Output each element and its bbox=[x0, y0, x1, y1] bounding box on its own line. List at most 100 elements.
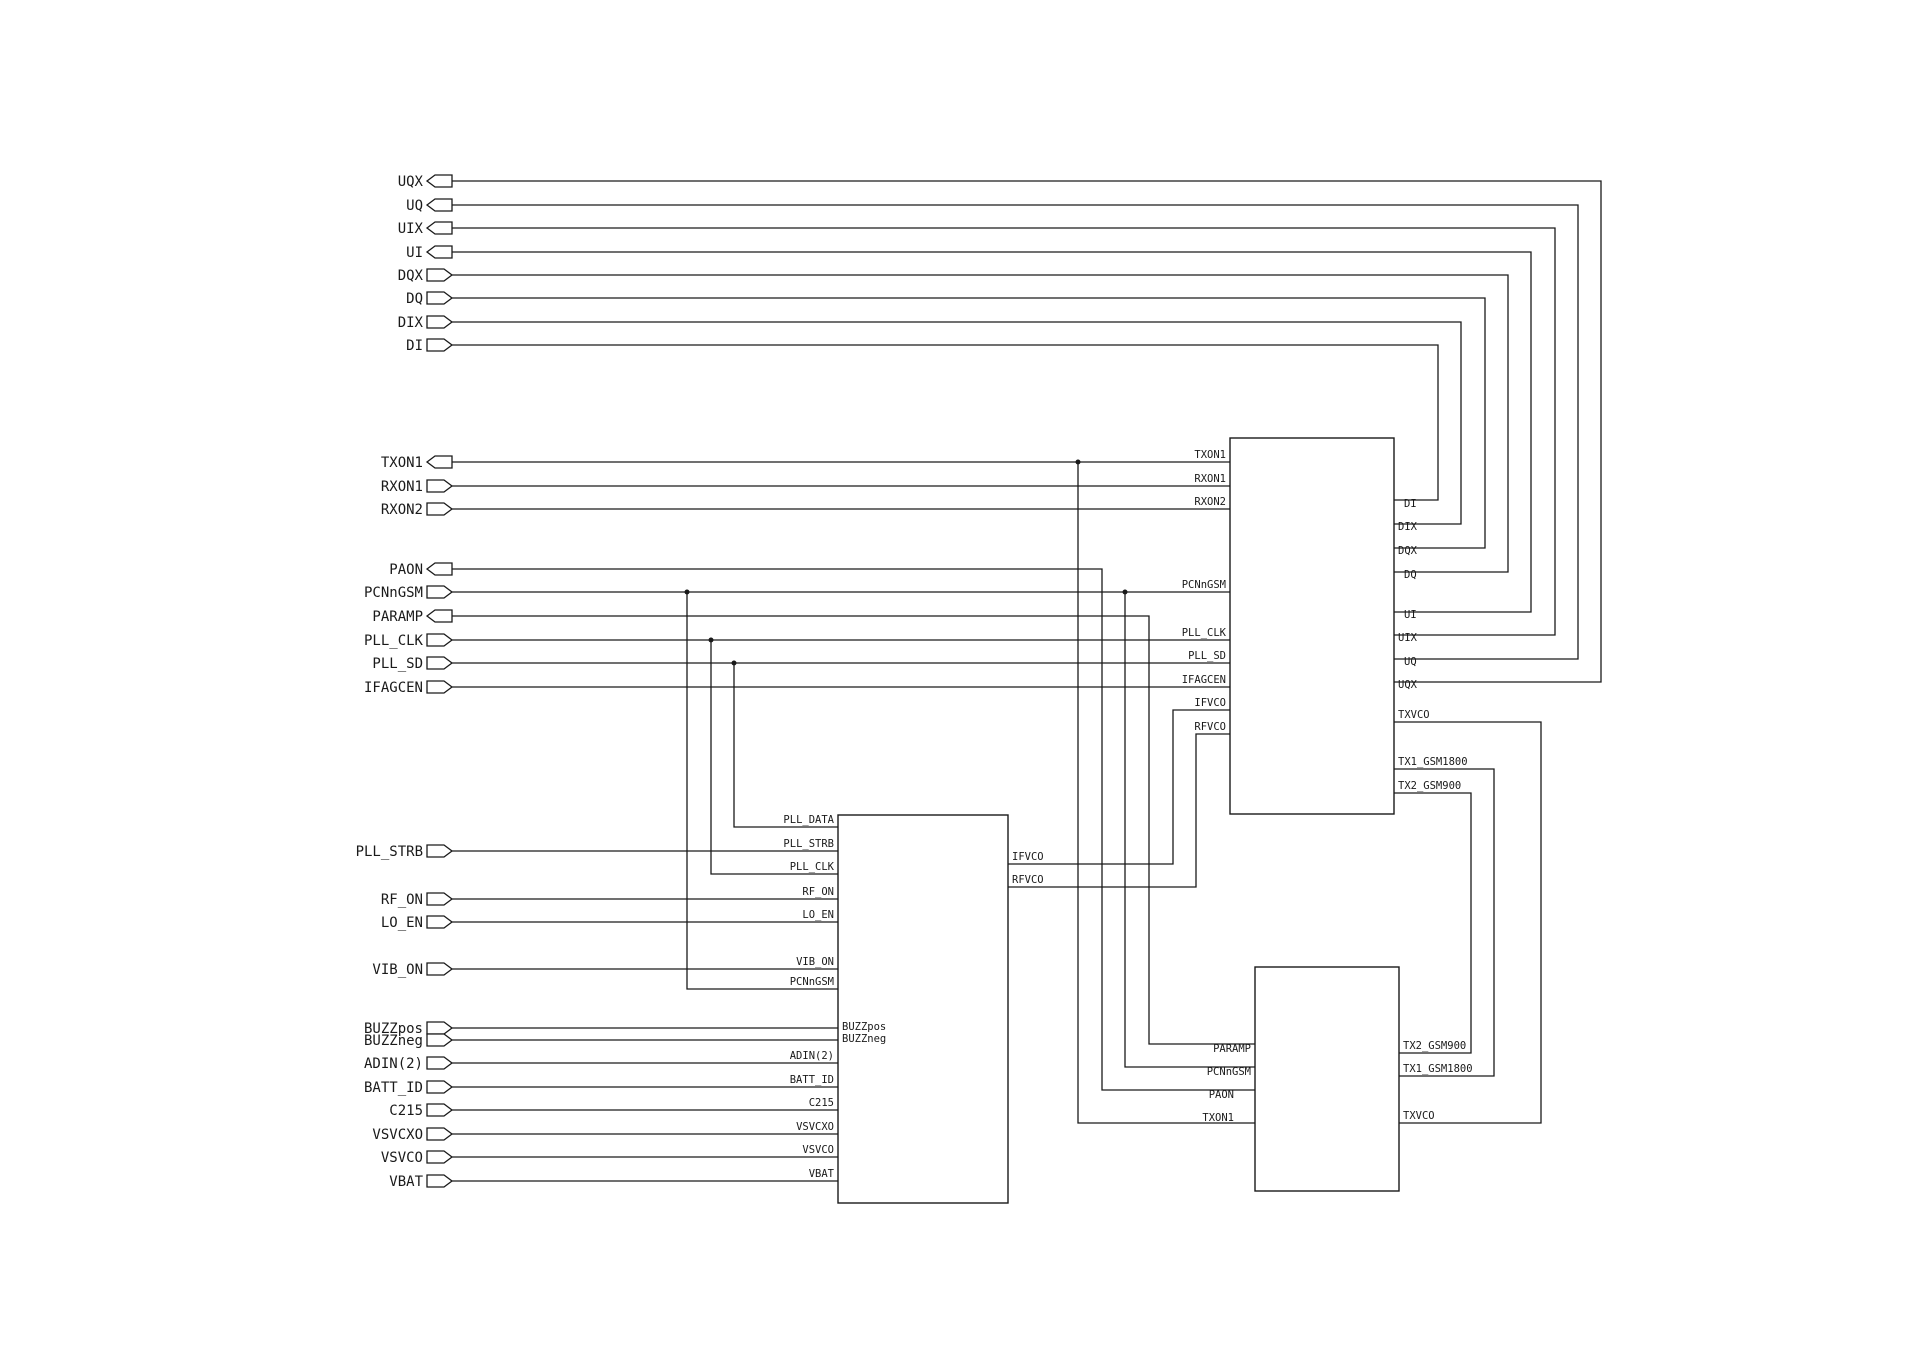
port-dqx-label: DQX bbox=[398, 268, 424, 284]
port-pll-strb-symbol bbox=[426, 844, 454, 858]
ctrl-pin-batt-id: BATT_ID bbox=[790, 1074, 834, 1086]
ctrl-pin-vsvco: VSVCO bbox=[802, 1144, 834, 1156]
port-buzzpos-label: BUZZpos bbox=[364, 1021, 423, 1037]
ctrl-pin-ifvco: IFVCO bbox=[1012, 851, 1044, 863]
port-lo-en-label: LO_EN bbox=[381, 915, 423, 931]
port-paon-symbol bbox=[425, 562, 453, 576]
pa-pin-txon1: TXON1 bbox=[1202, 1112, 1234, 1124]
ctrl-pin-c215: C215 bbox=[809, 1097, 834, 1109]
port-dq-symbol bbox=[426, 291, 454, 305]
port-ui-label: UI bbox=[406, 245, 423, 261]
port-dq-label: DQ bbox=[406, 291, 423, 307]
ctrl-pin-vbat: VBAT bbox=[809, 1168, 835, 1180]
port-buzzneg-label: BUZZneg bbox=[364, 1033, 423, 1049]
port-c215-label: C215 bbox=[389, 1103, 423, 1119]
wire-pll-clk-ctrl bbox=[710, 640, 838, 875]
wire-dq bbox=[452, 297, 1486, 549]
port-pcnngsm-label: PCNnGSM bbox=[364, 585, 423, 601]
pa-pin-paramp: PARAMP bbox=[1213, 1043, 1251, 1055]
wire-uqx bbox=[452, 180, 1602, 683]
wire-tx2-gsm900 bbox=[1394, 792, 1472, 1054]
port-vsvcxo-symbol bbox=[426, 1127, 454, 1141]
ctrl-pin-vib-on: VIB_ON bbox=[796, 956, 834, 968]
rf-pin-uq: UQ bbox=[1404, 656, 1417, 668]
wire-paramp bbox=[452, 615, 1255, 1045]
junctions bbox=[684, 459, 1128, 666]
wire-ifvco bbox=[1008, 709, 1230, 865]
port-symbols bbox=[425, 174, 454, 1188]
port-adin2-symbol bbox=[426, 1056, 454, 1070]
rf-pin-ui: UI bbox=[1404, 609, 1417, 621]
chip-power-amplifier bbox=[1254, 966, 1400, 1192]
wire-pll-data-ctrl bbox=[733, 663, 838, 828]
wires bbox=[452, 180, 1602, 1182]
port-vib-on-label: VIB_ON bbox=[372, 962, 423, 978]
port-paramp-label: PARAMP bbox=[372, 609, 423, 625]
wire-uix bbox=[452, 227, 1556, 636]
wire-rfvco bbox=[1008, 733, 1230, 888]
junction-pll-clk bbox=[708, 637, 714, 643]
rf-pin-dix: DIX bbox=[1398, 521, 1418, 533]
port-paon-label: PAON bbox=[389, 562, 423, 578]
wire-dqx bbox=[452, 274, 1509, 573]
port-vib-on-symbol bbox=[426, 962, 454, 976]
ctrl-pin-rfvco: RFVCO bbox=[1012, 874, 1044, 886]
chip-rf-pins: TXON1 RXON1 RXON2 PCNnGSM PLL_CLK PLL_SD… bbox=[1182, 449, 1468, 792]
ctrl-pin-buzzneg: BUZZneg bbox=[842, 1033, 886, 1045]
ctrl-pin-pll-data: PLL_DATA bbox=[783, 814, 834, 826]
port-ifagcen-label: IFAGCEN bbox=[364, 680, 423, 696]
junction-pll-sd bbox=[731, 660, 737, 666]
rf-pin-pcnngsm: PCNnGSM bbox=[1182, 579, 1226, 591]
wire-dix bbox=[452, 321, 1462, 525]
port-vsvcxo-label: VSVCXO bbox=[372, 1127, 423, 1143]
ctrl-pin-vsvcxo: VSVCXO bbox=[796, 1121, 834, 1133]
pa-pin-tx1-gsm1800: TX1_GSM1800 bbox=[1403, 1063, 1473, 1075]
pa-pin-pcnngsm: PCNnGSM bbox=[1207, 1066, 1251, 1078]
rf-pin-pll-sd: PLL_SD bbox=[1188, 650, 1226, 662]
ctrl-pin-rf-on: RF_ON bbox=[802, 886, 834, 898]
port-vbat-label: VBAT bbox=[389, 1174, 423, 1190]
port-c215-symbol bbox=[426, 1103, 454, 1117]
port-paramp-symbol bbox=[425, 609, 453, 623]
rf-pin-dqx: DQX bbox=[1398, 545, 1418, 557]
port-rxon1-label: RXON1 bbox=[381, 479, 423, 495]
wire-uq bbox=[452, 204, 1579, 660]
pa-pin-tx2-gsm900: TX2_GSM900 bbox=[1403, 1040, 1466, 1052]
wire-ui bbox=[452, 251, 1532, 613]
rf-pin-rxon2: RXON2 bbox=[1194, 496, 1226, 508]
port-pll-sd-label: PLL_SD bbox=[372, 656, 423, 672]
junction-txon1 bbox=[1075, 459, 1081, 465]
port-txon1-label: TXON1 bbox=[381, 455, 423, 471]
rf-pin-ifagcen: IFAGCEN bbox=[1182, 674, 1226, 686]
port-pll-clk-symbol bbox=[426, 633, 454, 647]
chip-rf-transceiver bbox=[1229, 437, 1395, 815]
port-labels: UQX UQ UIX UI DQX DQ DIX DI TXON1 RXON1 … bbox=[356, 174, 424, 1190]
port-uix-symbol bbox=[425, 221, 453, 235]
port-rf-on-label: RF_ON bbox=[381, 892, 423, 908]
rf-pin-txvco: TXVCO bbox=[1398, 709, 1430, 721]
wire-pcnngsm-ctrl bbox=[686, 592, 838, 990]
port-txon1-symbol bbox=[425, 455, 453, 469]
rf-pin-tx2-gsm900: TX2_GSM900 bbox=[1398, 780, 1461, 792]
port-dqx-symbol bbox=[426, 268, 454, 282]
rf-pin-ifvco: IFVCO bbox=[1194, 697, 1226, 709]
port-vsvco-symbol bbox=[426, 1150, 454, 1164]
wire-txon1-pa bbox=[1077, 462, 1255, 1124]
junction-pcnngsm-pa bbox=[1122, 589, 1128, 595]
chip-pa-pins: PARAMP PCNnGSM PAON TXON1 TX2_GSM900 TX1… bbox=[1202, 1040, 1472, 1124]
rf-pin-uqx: UQX bbox=[1398, 679, 1418, 691]
rf-pin-tx1-gsm1800: TX1_GSM1800 bbox=[1398, 756, 1468, 768]
port-buzzneg-symbol bbox=[426, 1033, 454, 1047]
port-uq-symbol bbox=[425, 198, 453, 212]
port-batt-id-symbol bbox=[426, 1080, 454, 1094]
port-ui-symbol bbox=[425, 245, 453, 259]
port-pcnngsm-symbol bbox=[426, 585, 454, 599]
ctrl-pin-pcnngsm: PCNnGSM bbox=[790, 976, 834, 988]
port-pll-clk-label: PLL_CLK bbox=[364, 633, 424, 649]
rf-pin-rfvco: RFVCO bbox=[1194, 721, 1226, 733]
wire-txvco bbox=[1394, 721, 1542, 1124]
port-ifagcen-symbol bbox=[426, 680, 454, 694]
port-pll-strb-label: PLL_STRB bbox=[356, 844, 423, 860]
port-dix-label: DIX bbox=[398, 315, 424, 331]
rf-pin-uix: UIX bbox=[1398, 632, 1418, 644]
